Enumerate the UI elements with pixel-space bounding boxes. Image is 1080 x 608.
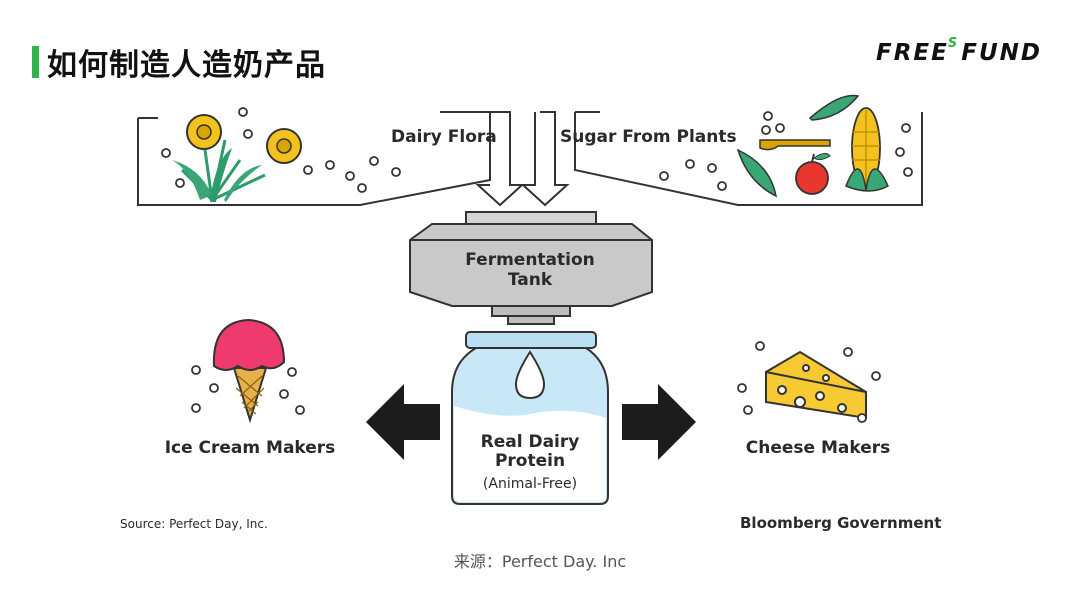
- image-caption: 来源：Perfect Day. Inc: [453, 552, 627, 571]
- sugar-funnel: [520, 111, 923, 207]
- plants-icons: [736, 94, 889, 198]
- arrow-right-icon: [622, 384, 696, 460]
- bloomberg-credit: Bloomberg Government: [740, 514, 941, 532]
- logo-word-free: FREE: [876, 40, 949, 66]
- bubbles-left: [161, 107, 401, 193]
- tank-label-line2: Tank: [508, 270, 553, 290]
- freesfund-logo: FREESFUND: [876, 36, 1042, 72]
- flowers-icon: [172, 114, 302, 202]
- logo-word-fund: FUND: [961, 40, 1042, 66]
- cheese-label: Cheese Makers: [746, 438, 890, 458]
- protein-jar: [451, 331, 609, 505]
- bubbles-right: [659, 111, 913, 191]
- source-note: Source: Perfect Day, Inc.: [120, 517, 268, 531]
- logo-superscript: S: [947, 36, 960, 51]
- tank-label-line1: Fermentation: [465, 250, 595, 270]
- bubbles-icecream: [191, 365, 305, 415]
- jar-label-line1: Real Dairy: [481, 432, 580, 452]
- arrow-left-icon: [366, 384, 440, 460]
- slide-title: 如何制造人造奶产品: [47, 48, 326, 83]
- slide-title-bar: 如何制造人造奶产品: [32, 44, 326, 83]
- bubbles-cheese: [737, 341, 881, 423]
- title-accent-bar: [32, 46, 39, 78]
- cheese-icon: [765, 350, 867, 420]
- sugar-label: Sugar From Plants: [560, 127, 737, 147]
- jar-label-line2: Protein: [495, 451, 565, 471]
- ice-cream-icon: [212, 318, 286, 424]
- fermentation-tank: [409, 211, 653, 325]
- ice-cream-label: Ice Cream Makers: [165, 438, 336, 458]
- dairy-flora-label: Dairy Flora: [391, 127, 497, 147]
- jar-label-line3: (Animal-Free): [483, 476, 577, 492]
